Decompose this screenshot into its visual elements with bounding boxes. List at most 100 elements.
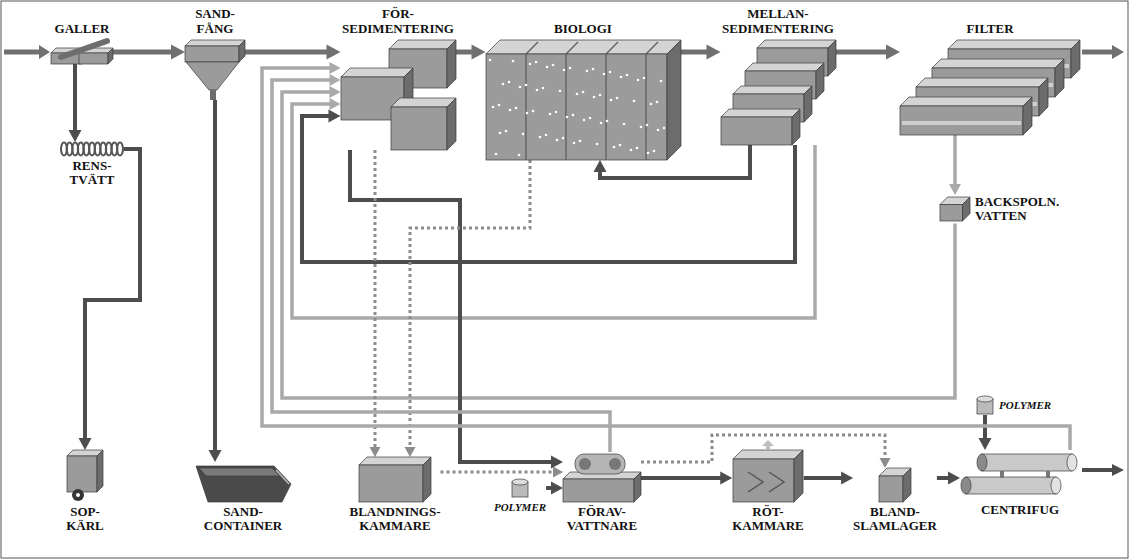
icon-part <box>210 90 216 100</box>
icon-part <box>608 71 611 74</box>
icon-part <box>748 472 763 492</box>
flow-connector <box>979 415 992 450</box>
icon-part <box>504 130 507 133</box>
icon-part <box>571 114 574 117</box>
arrowhead <box>551 482 563 495</box>
flow-line <box>374 150 377 449</box>
icon-part <box>619 76 622 79</box>
icon-part <box>97 450 103 492</box>
unit-label: SOP- KÄRL <box>66 505 104 534</box>
flow-line <box>804 476 844 480</box>
arrowhead <box>949 184 961 195</box>
icon-part <box>645 54 646 160</box>
unit-label: BIOLOGI <box>554 22 612 36</box>
icon-part <box>561 137 564 140</box>
icon-part <box>585 70 588 73</box>
icon-part <box>525 112 528 115</box>
process-unit: MELLAN- SEDIMENTERING <box>721 6 836 145</box>
icon-part <box>932 59 1064 68</box>
icon-part <box>632 100 635 103</box>
icon-part <box>507 81 510 84</box>
flow-line <box>410 160 530 449</box>
icon-part <box>341 68 413 77</box>
icon-part <box>792 109 800 145</box>
icon-part <box>517 154 520 157</box>
arrowhead <box>720 472 732 485</box>
icon-part <box>391 98 456 107</box>
unit-label: CENTRIFUG <box>981 503 1059 517</box>
icon-part <box>581 91 584 94</box>
icon-part <box>599 122 602 125</box>
unit-label: FÖRAV- VATTNARE <box>567 505 637 534</box>
arrowhead <box>69 130 82 142</box>
icon-part <box>794 450 803 502</box>
unit-icon <box>563 452 641 502</box>
process-unit: FÖR- SEDIMENTERING <box>341 6 456 150</box>
icon-part <box>494 153 497 156</box>
icon-part <box>578 140 581 143</box>
inlet-arrowhead <box>39 45 50 59</box>
process-unit: BLAND- SLAMLAGER <box>853 468 937 534</box>
icon-part <box>804 86 812 122</box>
flow-connector <box>804 472 853 485</box>
unit-icon <box>940 197 970 221</box>
icon-part <box>618 144 621 147</box>
arrowhead <box>886 45 900 60</box>
icon-part <box>501 83 504 86</box>
icon-part <box>534 61 537 64</box>
icon-part <box>186 62 239 90</box>
arrowhead <box>405 447 416 457</box>
icon-part <box>745 63 824 71</box>
icon-part <box>667 40 681 160</box>
icon-part <box>900 97 1032 106</box>
icon-part <box>940 205 963 222</box>
icon-part <box>615 97 618 100</box>
icon-part <box>497 104 500 107</box>
icon-part <box>526 42 538 54</box>
flow-connector <box>209 100 222 462</box>
arrowhead <box>329 110 341 123</box>
icon-part <box>649 103 652 106</box>
flow-connector <box>69 64 82 142</box>
process-unit: SAND- FÅNG <box>185 6 245 100</box>
icon-part <box>591 68 594 71</box>
flow-line <box>836 50 889 55</box>
flow-connector <box>441 467 564 478</box>
unit-icon <box>721 40 836 145</box>
unit-label: MELLAN- SEDIMENTERING <box>722 7 834 36</box>
flow-connector <box>546 482 563 495</box>
flow-line <box>681 50 710 55</box>
icon-part <box>554 111 557 114</box>
process-unit: RÖT- KAMMARE <box>732 450 803 534</box>
flow-connector <box>949 135 961 195</box>
icon-part <box>639 126 642 129</box>
icon-part <box>662 127 665 130</box>
icon-part <box>389 40 456 49</box>
flow-connector <box>641 472 732 485</box>
icon-part <box>605 120 608 123</box>
flow-line <box>213 100 217 452</box>
icon-part <box>566 42 578 54</box>
icon-part <box>1051 477 1061 494</box>
icon-part <box>545 66 548 69</box>
icon-part <box>525 54 526 160</box>
icon-part <box>598 94 601 97</box>
icon-part <box>900 106 1023 135</box>
flow-connector <box>456 45 486 60</box>
arrowhead <box>171 45 185 60</box>
process-unit: BIOLOGI <box>486 6 681 160</box>
icon-part <box>555 139 558 142</box>
icon-part <box>544 134 547 137</box>
icon-part <box>629 149 632 152</box>
icon-part <box>239 40 245 62</box>
icon-part <box>498 132 501 135</box>
icon-part <box>67 456 97 492</box>
process-unit: FILTER <box>900 6 1080 135</box>
unit-icon <box>733 450 803 502</box>
flow-connector <box>836 45 901 60</box>
arrowhead <box>370 447 381 457</box>
icon-part <box>562 69 565 72</box>
icon-part <box>512 479 528 485</box>
arrowhead <box>880 458 891 468</box>
process-unit: SOP- KÄRL <box>65 450 105 534</box>
